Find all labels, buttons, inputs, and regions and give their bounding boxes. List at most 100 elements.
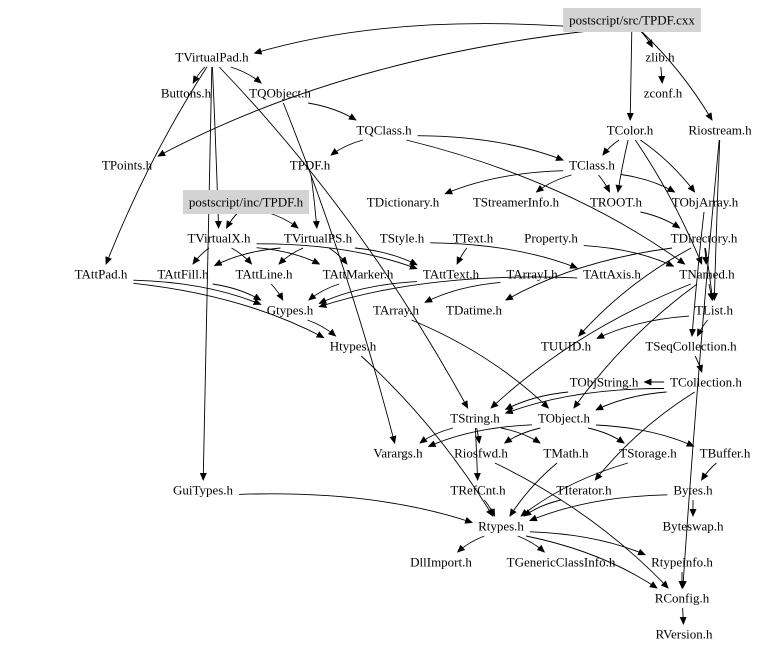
edge-tseqcollection-to-tcollection bbox=[694, 355, 703, 373]
node-htypes[interactable]: Htypes.h bbox=[330, 339, 377, 354]
node-tclass[interactable]: TClass.h bbox=[569, 158, 615, 173]
node-label: TVirtualX.h bbox=[187, 231, 251, 246]
edge-tcollection-to-tobject bbox=[595, 391, 667, 411]
node-label: Varargs.h bbox=[373, 446, 423, 461]
node-tcollection[interactable]: TCollection.h bbox=[670, 375, 742, 390]
node-tobject[interactable]: TObject.h bbox=[538, 411, 591, 426]
node-label: TQClass.h bbox=[356, 123, 412, 138]
node-tattpad[interactable]: TAttPad.h bbox=[75, 267, 128, 282]
node-zconf[interactable]: zconf.h bbox=[644, 86, 683, 101]
edge-tnamed-to-tlist bbox=[707, 283, 715, 301]
node-troot[interactable]: TROOT.h bbox=[590, 195, 643, 210]
edge-rconfig-to-rversion bbox=[679, 607, 687, 625]
node-tuuid[interactable]: TUUID.h bbox=[541, 339, 592, 354]
node-tnamed[interactable]: TNamed.h bbox=[679, 267, 735, 282]
node-tatttext[interactable]: TAttText.h bbox=[423, 267, 480, 282]
node-label: TStyle.h bbox=[380, 231, 425, 246]
node-label: TGenericClassInfo.h bbox=[507, 555, 616, 570]
node-tstyle[interactable]: TStyle.h bbox=[380, 231, 425, 246]
edge-tstring-to-varargs bbox=[419, 427, 454, 444]
node-riosfwd[interactable]: Riosfwd.h bbox=[454, 446, 508, 461]
node-tattmarker[interactable]: TAttMarker.h bbox=[323, 267, 394, 282]
node-gtypes[interactable]: Gtypes.h bbox=[267, 303, 314, 318]
node-tobjarray[interactable]: TObjArray.h bbox=[672, 195, 739, 210]
node-tstring[interactable]: TString.h bbox=[450, 411, 500, 426]
node-tseqcollection[interactable]: TSeqCollection.h bbox=[645, 339, 737, 354]
edge-bytes-to-rtypes bbox=[528, 494, 668, 522]
node-label: TList.h bbox=[695, 303, 733, 318]
node-tpdf-inc[interactable]: postscript/inc/TPDF.h bbox=[182, 190, 310, 214]
node-ttext[interactable]: TText.h bbox=[453, 231, 494, 246]
node-tattfill[interactable]: TAttFill.h bbox=[157, 267, 209, 282]
node-tvirtualx[interactable]: TVirtualX.h bbox=[187, 231, 251, 246]
edge-tattpad-to-htypes bbox=[133, 282, 325, 339]
node-tpdf-cxx[interactable]: postscript/src/TPDF.cxx bbox=[563, 8, 701, 32]
node-tmath[interactable]: TMath.h bbox=[543, 446, 589, 461]
node-rversion[interactable]: RVersion.h bbox=[655, 627, 713, 642]
node-tstorage[interactable]: TStorage.h bbox=[619, 446, 677, 461]
node-tcolor[interactable]: TColor.h bbox=[607, 123, 654, 138]
edge-tcolor-to-troot bbox=[615, 139, 629, 193]
node-rtypeinfo[interactable]: Rtypeinfo.h bbox=[651, 555, 713, 570]
edge-tobjstring-to-tstring bbox=[504, 391, 569, 410]
node-tpdf-h[interactable]: TPDF.h bbox=[290, 158, 331, 173]
node-dllimport[interactable]: DllImport.h bbox=[410, 555, 472, 570]
edge-tdirectory-to-tdatime bbox=[505, 247, 673, 301]
node-guitypes[interactable]: GuiTypes.h bbox=[173, 483, 234, 498]
node-label: TDatime.h bbox=[446, 303, 502, 318]
node-tqobject[interactable]: TQObject.h bbox=[249, 86, 311, 101]
edge-rtypes-to-tgenericclassinfo bbox=[517, 535, 546, 553]
edge-tnamed-to-tobject bbox=[573, 283, 698, 409]
node-label: TMath.h bbox=[543, 446, 589, 461]
node-tlist[interactable]: TList.h bbox=[695, 303, 733, 318]
node-label: TString.h bbox=[450, 411, 500, 426]
node-label: Rtypes.h bbox=[478, 519, 524, 534]
node-trefcnt[interactable]: TRefCnt.h bbox=[450, 483, 506, 498]
node-label: Riostream.h bbox=[688, 123, 752, 138]
node-label: postscript/inc/TPDF.h bbox=[189, 195, 304, 210]
node-tdirectory[interactable]: TDirectory.h bbox=[671, 231, 738, 246]
node-label: TArray.h bbox=[373, 303, 420, 318]
node-tbuffer[interactable]: TBuffer.h bbox=[700, 446, 751, 461]
node-tattline[interactable]: TAttLine.h bbox=[235, 267, 293, 282]
node-tarrayi[interactable]: TArrayI.h bbox=[506, 267, 558, 282]
edge-tobjarray-to-tseqcollection bbox=[689, 211, 705, 337]
edge-tvirtualpad-to-tqobject bbox=[230, 66, 262, 84]
node-tobjstring[interactable]: TObjString.h bbox=[570, 375, 639, 390]
edge-rtypes-to-rtypeinfo bbox=[529, 531, 647, 556]
node-label: TObject.h bbox=[538, 411, 591, 426]
node-rconfig[interactable]: RConfig.h bbox=[655, 591, 710, 606]
node-byteswap[interactable]: Byteswap.h bbox=[662, 519, 724, 534]
node-label: TVirtualPS.h bbox=[284, 231, 353, 246]
node-tvirtualps[interactable]: TVirtualPS.h bbox=[284, 231, 353, 246]
edge-tarray-to-tobject bbox=[411, 319, 550, 409]
node-tdatime[interactable]: TDatime.h bbox=[446, 303, 502, 318]
edge-tcollection-to-tstring bbox=[504, 388, 665, 415]
node-riostream[interactable]: Riostream.h bbox=[688, 123, 752, 138]
node-tqclass[interactable]: TQClass.h bbox=[356, 123, 412, 138]
edge-tqclass-to-tnamed bbox=[406, 139, 686, 265]
edge-tattfill-to-gtypes bbox=[212, 283, 262, 301]
node-tstreamerinfo[interactable]: TStreamerInfo.h bbox=[473, 195, 560, 210]
node-tvirtualpad[interactable]: TVirtualPad.h bbox=[175, 50, 249, 65]
node-rtypes[interactable]: Rtypes.h bbox=[478, 519, 524, 534]
edge-guitypes-to-rtypes bbox=[239, 493, 474, 524]
node-tattaxis[interactable]: TAttAxis.h bbox=[583, 267, 641, 282]
edge-tvirtualpad-to-tattpad bbox=[105, 66, 208, 265]
node-label: TIterator.h bbox=[556, 483, 612, 498]
node-varargs[interactable]: Varargs.h bbox=[373, 446, 423, 461]
node-titerator[interactable]: TIterator.h bbox=[556, 483, 612, 498]
node-label: Rtypeinfo.h bbox=[651, 555, 713, 570]
node-zlib[interactable]: zlib.h bbox=[645, 50, 675, 65]
node-buttons[interactable]: Buttons.h bbox=[161, 86, 212, 101]
edge-tstring-to-tmath bbox=[500, 427, 541, 444]
node-tgenericclassinfo[interactable]: TGenericClassInfo.h bbox=[507, 555, 616, 570]
edge-tvirtualpad-to-buttons bbox=[192, 66, 206, 84]
node-property[interactable]: Property.h bbox=[524, 231, 578, 246]
node-tarray[interactable]: TArray.h bbox=[373, 303, 420, 318]
node-bytes[interactable]: Bytes.h bbox=[673, 483, 713, 498]
edge-riostream-to-rconfig bbox=[679, 139, 720, 589]
node-tpoints[interactable]: TPoints.h bbox=[102, 158, 153, 173]
node-tdictionary[interactable]: TDictionary.h bbox=[367, 195, 440, 210]
